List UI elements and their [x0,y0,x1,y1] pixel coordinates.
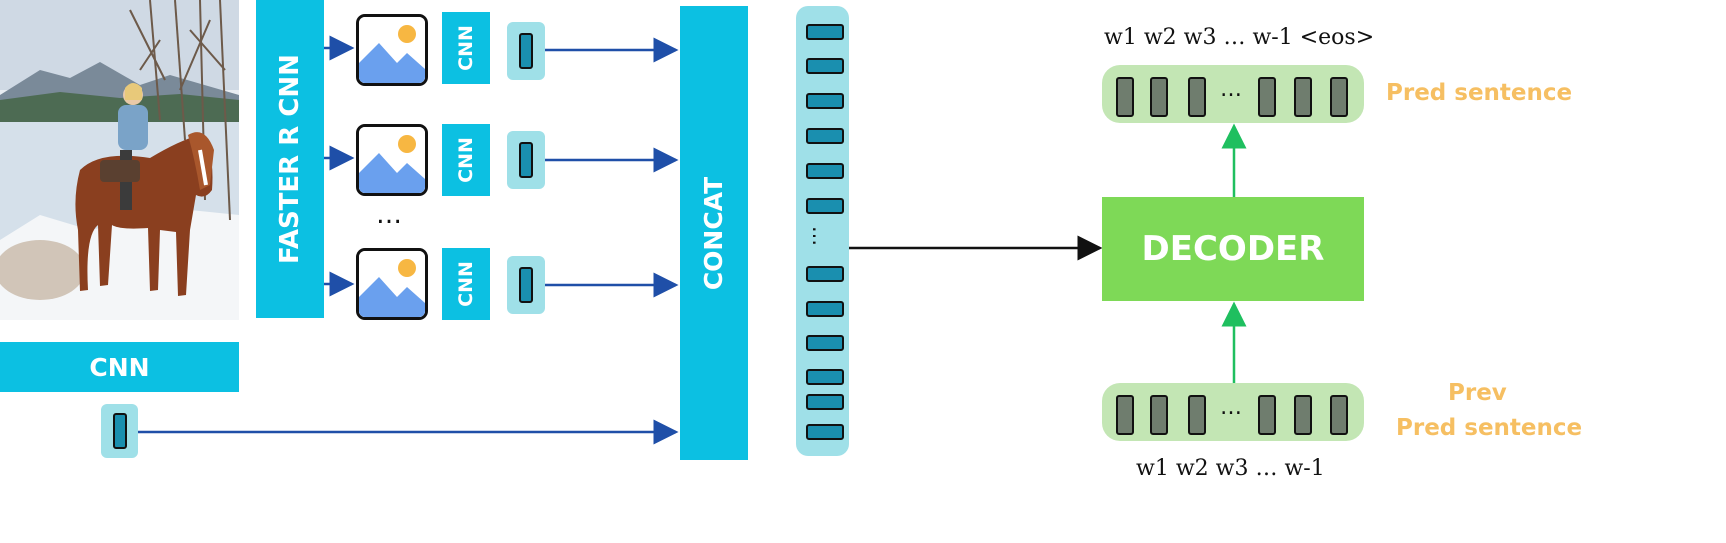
vector-cell [806,93,844,109]
token-cell [1294,395,1312,435]
faster-rcnn-label: FASTER R CNN [275,54,305,264]
token-cell [1258,395,1276,435]
region-cnn-label: CNN [455,25,477,71]
vector-cell [806,163,844,179]
horse-rider-photo-icon [0,0,239,320]
token-cell [1188,77,1206,117]
region-cnn-label: CNN [455,261,477,307]
image-icon [359,17,425,83]
vector-cell [806,266,844,282]
decoder-block: DECODER [1102,197,1364,301]
region-image-1 [356,14,428,86]
feature-cell [519,142,533,178]
pred-sentence-tokens: w1 w2 w3 … w-1 <eos> [1104,25,1375,50]
concat-feature-vector: … [796,6,849,456]
cnn-global-block: CNN [0,342,239,392]
vector-cell [806,394,844,410]
faster-rcnn-block: FASTER R CNN [256,0,324,318]
vector-cell [806,335,844,351]
region-feature-2 [507,131,545,189]
prev-sentence-tokens: w1 w2 w3 … w-1 [1136,456,1325,481]
image-icon [359,127,425,193]
region-image-2 [356,124,428,196]
region-image-3 [356,248,428,320]
token-cell [1258,77,1276,117]
feature-cell [519,267,533,303]
region-cnn-block-3: CNN [442,248,490,320]
vector-cell [806,198,844,214]
vector-cell [806,369,844,385]
token-cell [1294,77,1312,117]
prev-ellipsis: … [1220,395,1242,420]
regions-ellipsis: … [376,200,402,230]
vector-cell [806,58,844,74]
vector-cell [806,424,844,440]
vector-cell [806,128,844,144]
pred-sentence-label: Pred sentence [1386,80,1573,106]
concat-block: CONCAT [680,6,748,460]
token-cell [1150,395,1168,435]
prev-sentence-bar: … [1102,383,1364,441]
pred-sentence-bar: … [1102,65,1364,123]
region-feature-3 [507,256,545,314]
decoder-label: DECODER [1141,229,1325,269]
token-cell [1188,395,1206,435]
global-feature-vector [101,404,138,458]
cnn-global-label: CNN [89,352,150,382]
image-icon [359,251,425,317]
vector-cell [806,24,844,40]
vector-ellipsis: … [808,226,832,246]
feature-cell [519,33,533,69]
region-cnn-block-2: CNN [442,124,490,196]
region-feature-1 [507,22,545,80]
concat-label: CONCAT [699,176,729,290]
input-photo [0,0,239,320]
pred-ellipsis: … [1220,77,1242,102]
token-cell [1330,77,1348,117]
token-cell [1330,395,1348,435]
feature-cell [112,413,127,449]
region-cnn-label: CNN [455,137,477,183]
token-cell [1116,395,1134,435]
token-cell [1116,77,1134,117]
region-cnn-block-1: CNN [442,12,490,84]
prev-sentence-label-line2: Pred sentence [1396,415,1583,441]
token-cell [1150,77,1168,117]
vector-cell [806,301,844,317]
prev-sentence-label-line1: Prev [1448,380,1507,406]
